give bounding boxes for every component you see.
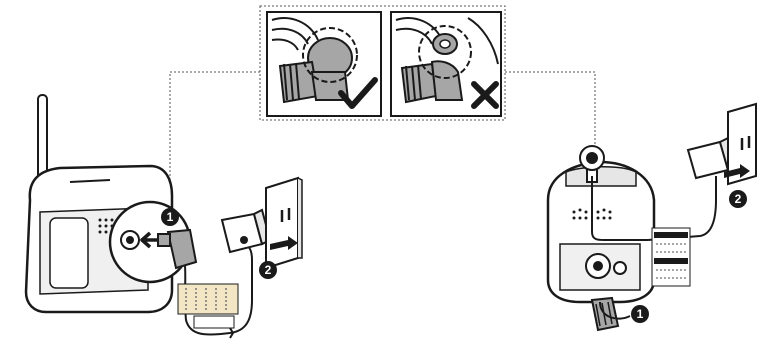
svg-text:1: 1 [167, 210, 174, 224]
svg-text:1: 1 [637, 307, 644, 321]
inset-incorrect [391, 12, 501, 116]
svg-text:2: 2 [265, 263, 272, 277]
svg-text:2: 2 [735, 192, 742, 206]
step-badge-right-1: 1 [631, 305, 649, 323]
callout-frame [170, 6, 595, 200]
step-badge-right-2: 2 [729, 190, 747, 208]
step-badge-left-2: 2 [259, 261, 277, 279]
left-power-adapter [222, 210, 270, 252]
right-wall-outlet [724, 104, 756, 184]
camera-warning-label [652, 228, 690, 286]
inset-correct [267, 12, 381, 116]
left-wall-outlet [266, 178, 302, 268]
step-badge-left-1: 1 [161, 208, 179, 226]
